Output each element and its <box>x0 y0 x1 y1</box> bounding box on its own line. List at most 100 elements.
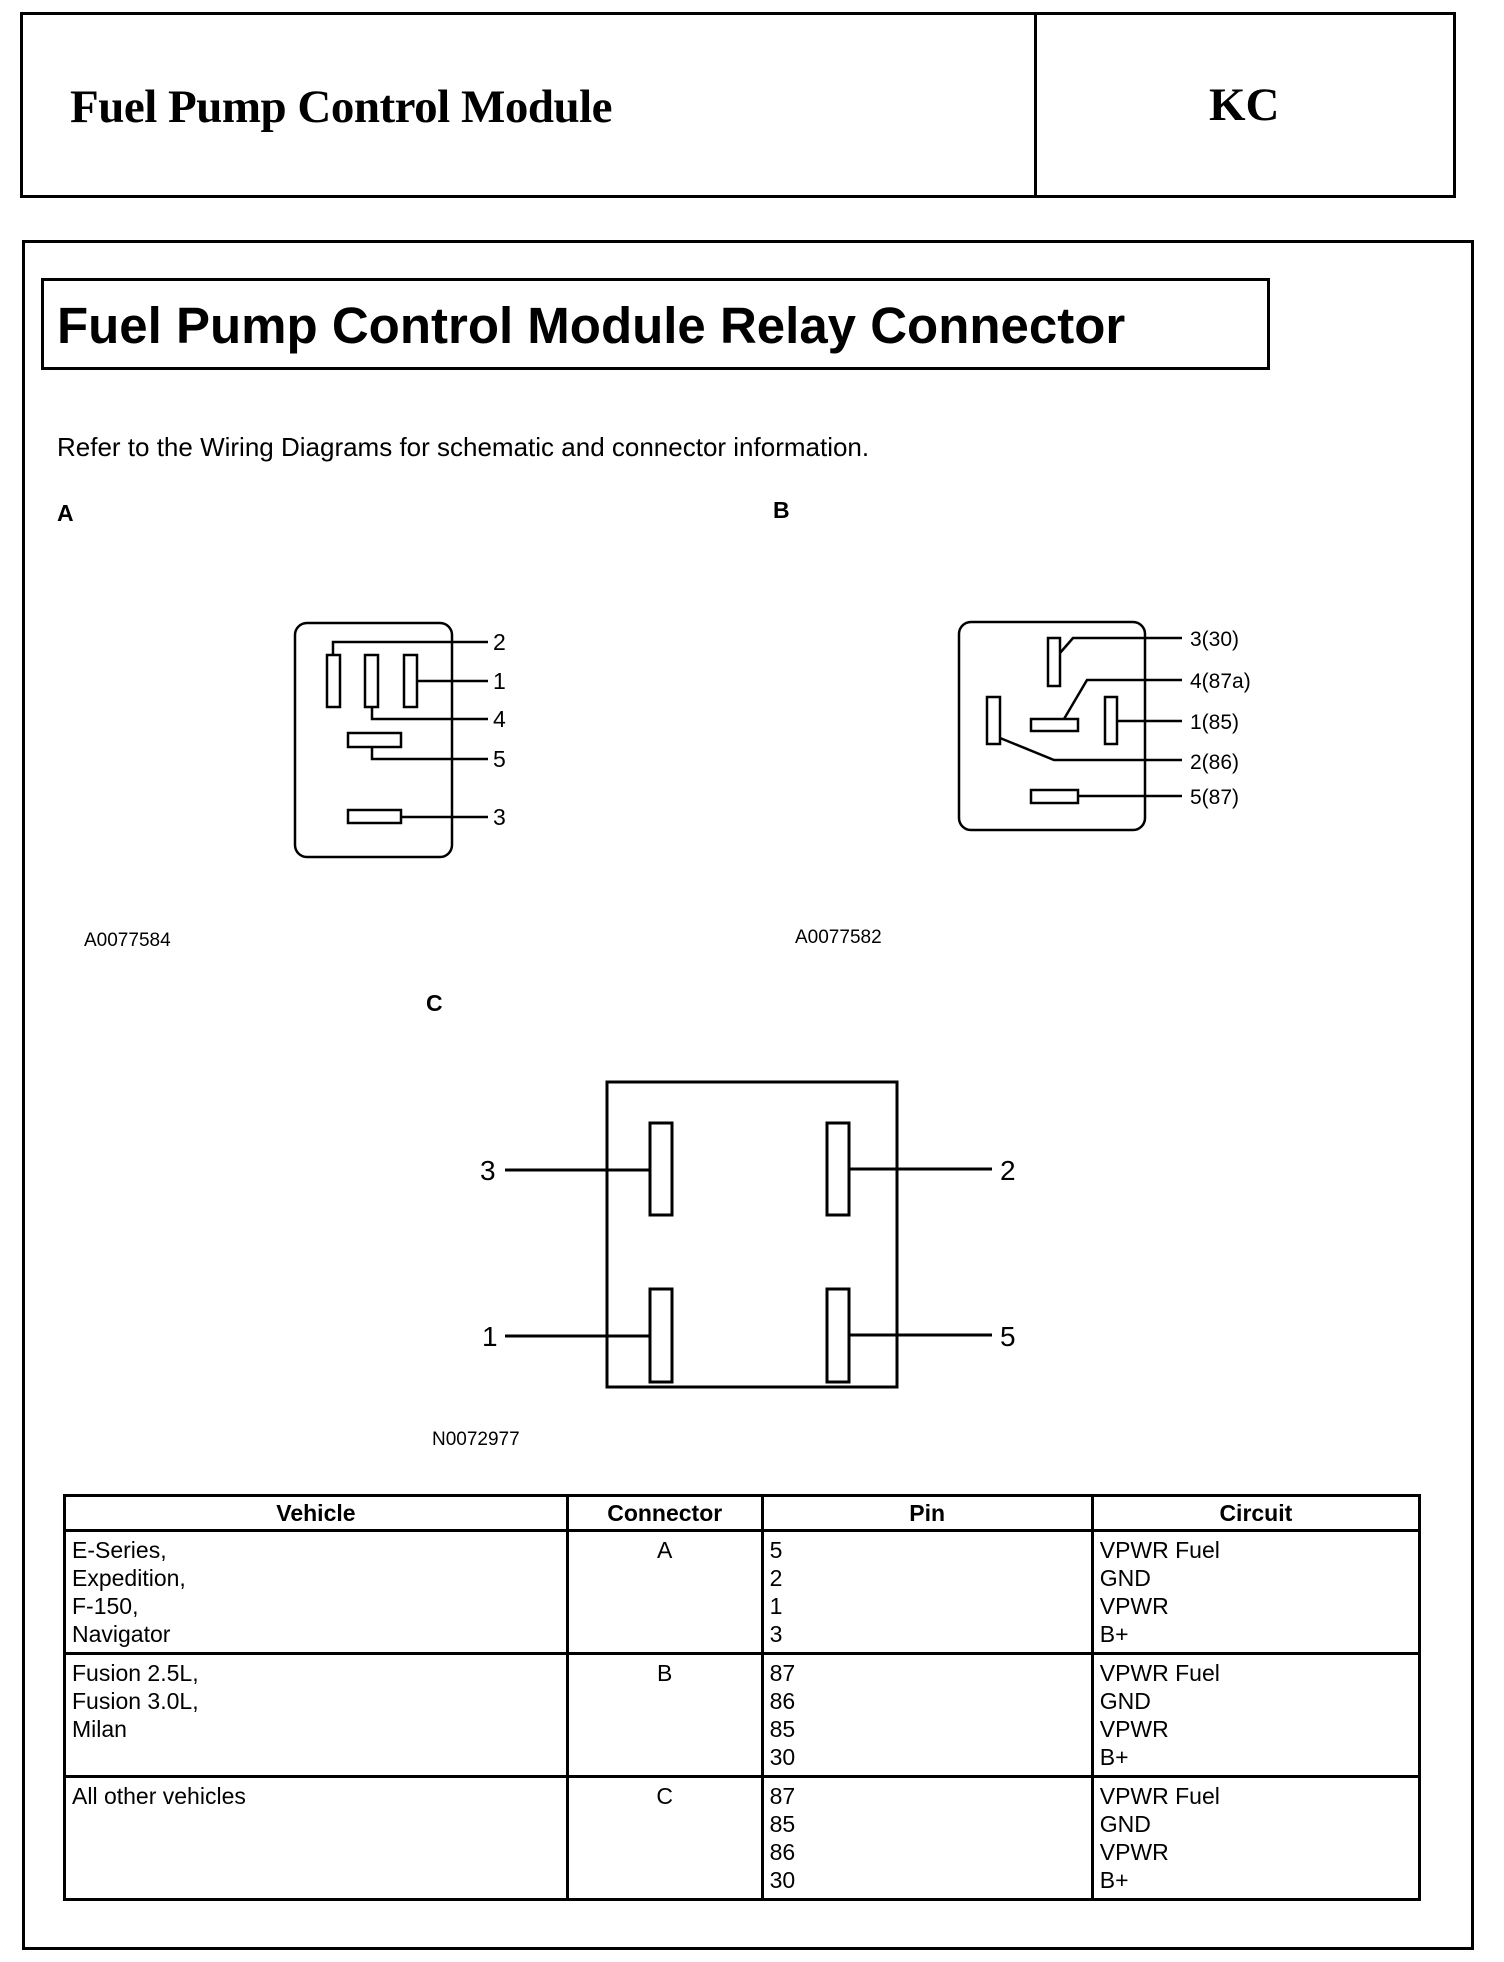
vehicle-name: Expedition, <box>72 1565 186 1591</box>
connector-b-lead-86 <box>999 736 1182 762</box>
diagram-b-label: B <box>773 497 790 523</box>
connector-b-pin-label: 1(85) <box>1190 711 1239 734</box>
connector-a-pin-label: 3 <box>493 804 506 830</box>
connector-a-terminal-4 <box>363 653 380 709</box>
connector-b-pin-label: 4(87a) <box>1190 670 1251 693</box>
connector-a-lead-4 <box>370 707 488 721</box>
vehicle-name: All other vehicles <box>72 1783 246 1809</box>
column-header-pin: Pin <box>760 1494 1094 1532</box>
pin-value: 2 <box>769 1565 783 1591</box>
vehicle-cell: E-Series, Expedition, F-150, Navigator <box>63 1529 569 1655</box>
connector-cell: A <box>565 1529 764 1655</box>
connector-c-pin-label: 1 <box>482 1321 498 1352</box>
circuit-value: B+ <box>1099 1867 1129 1893</box>
connector-c-diagram: 3 2 1 5 <box>480 1080 1016 1389</box>
pin-circuit-table: Vehicle Connector Pin Circuit E-Series, … <box>63 1494 1422 1901</box>
connector-c-housing <box>605 1080 899 1389</box>
section-code: KC <box>1209 79 1280 131</box>
pin-cell: 87 86 85 30 <box>760 1652 1094 1778</box>
connector-b-terminal-30 <box>1046 636 1062 688</box>
circuit-cell: VPWR Fuel GND VPWR B+ <box>1090 1529 1422 1655</box>
connector-a-terminal-2 <box>325 653 342 709</box>
pin-value: 3 <box>769 1621 783 1647</box>
table-row: Fusion 2.5L, Fusion 3.0L, Milan B 87 86 … <box>63 1652 1422 1778</box>
vehicle-cell: Fusion 2.5L, Fusion 3.0L, Milan <box>63 1652 569 1778</box>
connector-b-lead-30 <box>1059 636 1182 654</box>
connector-c-pin-label: 5 <box>1000 1321 1016 1352</box>
vehicle-name: Fusion 2.5L, <box>72 1660 199 1686</box>
diagram-a-label: A <box>57 500 74 526</box>
column-header-connector: Connector <box>565 1494 764 1532</box>
circuit-value: VPWR <box>1099 1839 1169 1865</box>
pin-cell: 5 2 1 3 <box>760 1529 1094 1655</box>
connector-b-terminal-86 <box>985 695 1002 746</box>
connector-a-housing <box>293 621 454 859</box>
circuit-value: VPWR Fuel <box>1099 1660 1220 1686</box>
connector-b-terminal-87 <box>1029 788 1080 805</box>
connector-a-diagram: 2 1 4 5 3 <box>293 621 506 859</box>
vehicle-cell: All other vehicles <box>63 1775 569 1901</box>
diagram-c-label: C <box>426 990 443 1016</box>
circuit-value: GND <box>1099 1565 1151 1591</box>
page-header-box <box>20 12 1456 198</box>
diagram-a-ref: A0077584 <box>84 930 171 951</box>
section-title: Fuel Pump Control Module Relay Connector <box>57 297 1126 354</box>
connector-a-terminal-5 <box>346 731 403 749</box>
vehicle-name: Navigator <box>72 1621 171 1647</box>
connector-a-terminal-1 <box>402 653 419 709</box>
connector-b-diagram: 3(30) 4(87a) 1(85) 2(86) 5(87) <box>957 620 1251 832</box>
vehicle-name: Milan <box>72 1716 127 1742</box>
pin-value: 85 <box>769 1811 796 1837</box>
connector-b-pin-label: 5(87) <box>1190 786 1239 809</box>
pin-cell: 87 85 86 30 <box>760 1775 1094 1901</box>
connector-b-terminal-85 <box>1103 695 1119 746</box>
pin-value: 30 <box>769 1744 796 1770</box>
vehicle-name: Fusion 3.0L, <box>72 1688 199 1714</box>
connector-c-pin-label: 2 <box>1000 1155 1016 1186</box>
table-header-row: Vehicle Connector Pin Circuit <box>63 1494 1422 1532</box>
circuit-value: B+ <box>1099 1621 1129 1647</box>
connector-b-lead-87a <box>1062 678 1182 720</box>
connector-b-pin-label: 3(30) <box>1190 628 1239 651</box>
content-frame <box>22 240 1474 1950</box>
pin-value: 87 <box>769 1660 796 1686</box>
connector-c-terminal-2 <box>825 1121 851 1217</box>
connector-a-lead-2 <box>331 640 488 655</box>
vehicle-name: E-Series, <box>72 1537 167 1563</box>
table-row: All other vehicles C 87 85 86 30 VPWR Fu… <box>63 1775 1422 1901</box>
pin-value: 30 <box>769 1867 796 1893</box>
pin-value: 86 <box>769 1688 796 1714</box>
pin-value: 1 <box>769 1593 783 1619</box>
circuit-value: VPWR <box>1099 1593 1169 1619</box>
connector-b-housing <box>957 620 1147 832</box>
page-title: Fuel Pump Control Module <box>70 81 613 133</box>
circuit-value: B+ <box>1099 1744 1129 1770</box>
diagram-b-ref: A0077582 <box>795 927 882 948</box>
circuit-value: VPWR Fuel <box>1099 1783 1220 1809</box>
intro-text: Refer to the Wiring Diagrams for schemat… <box>57 432 870 462</box>
connector-a-pin-label: 5 <box>493 746 506 772</box>
connector-c-terminal-1 <box>648 1287 674 1384</box>
connector-c-terminal-3 <box>648 1121 674 1217</box>
circuit-cell: VPWR Fuel GND VPWR B+ <box>1090 1652 1422 1778</box>
circuit-cell: VPWR Fuel GND VPWR B+ <box>1090 1775 1422 1901</box>
pin-value: 86 <box>769 1839 796 1865</box>
circuit-value: GND <box>1099 1811 1151 1837</box>
table-row: E-Series, Expedition, F-150, Navigator A… <box>63 1529 1422 1655</box>
diagram-c-ref: N0072977 <box>432 1429 520 1450</box>
header-divider <box>1034 12 1037 198</box>
connector-a-pin-label: 1 <box>493 668 506 694</box>
vehicle-name: F-150, <box>72 1593 139 1619</box>
connector-a-terminal-3 <box>346 808 403 825</box>
connector-cell: B <box>565 1652 764 1778</box>
pin-value: 5 <box>769 1537 783 1563</box>
pin-value: 87 <box>769 1783 796 1809</box>
circuit-value: VPWR <box>1099 1716 1169 1742</box>
connector-a-pin-label: 4 <box>493 706 506 732</box>
connector-c-terminal-5 <box>825 1287 851 1384</box>
column-header-circuit: Circuit <box>1090 1494 1422 1532</box>
column-header-vehicle: Vehicle <box>63 1494 569 1532</box>
circuit-value: GND <box>1099 1688 1151 1714</box>
section-title-box <box>41 278 1270 370</box>
connector-c-pin-label: 3 <box>480 1155 496 1186</box>
